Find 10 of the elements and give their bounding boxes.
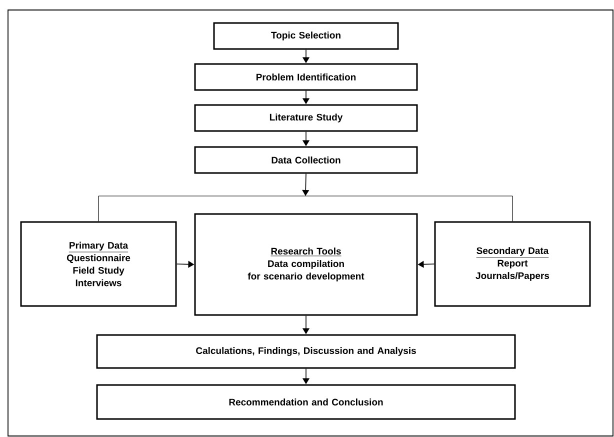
process-box: Topic Selection xyxy=(213,22,399,50)
heading-box: Secondary Data Report Journals/Papers xyxy=(434,221,591,307)
process-box: Data Collection xyxy=(194,146,418,174)
process-box: Recommendation and Conclusion xyxy=(96,384,516,420)
heading-box: Primary Data Questionnaire Field Study Interviews xyxy=(20,221,177,307)
process-box: Calculations, Findings, Discussion and Analysis xyxy=(96,334,516,369)
heading-box: Research Tools Data compilation for scenario development xyxy=(194,213,418,316)
process-box: Literature Study xyxy=(194,104,418,132)
process-box: Problem Identification xyxy=(194,63,418,91)
arrow xyxy=(302,173,310,196)
